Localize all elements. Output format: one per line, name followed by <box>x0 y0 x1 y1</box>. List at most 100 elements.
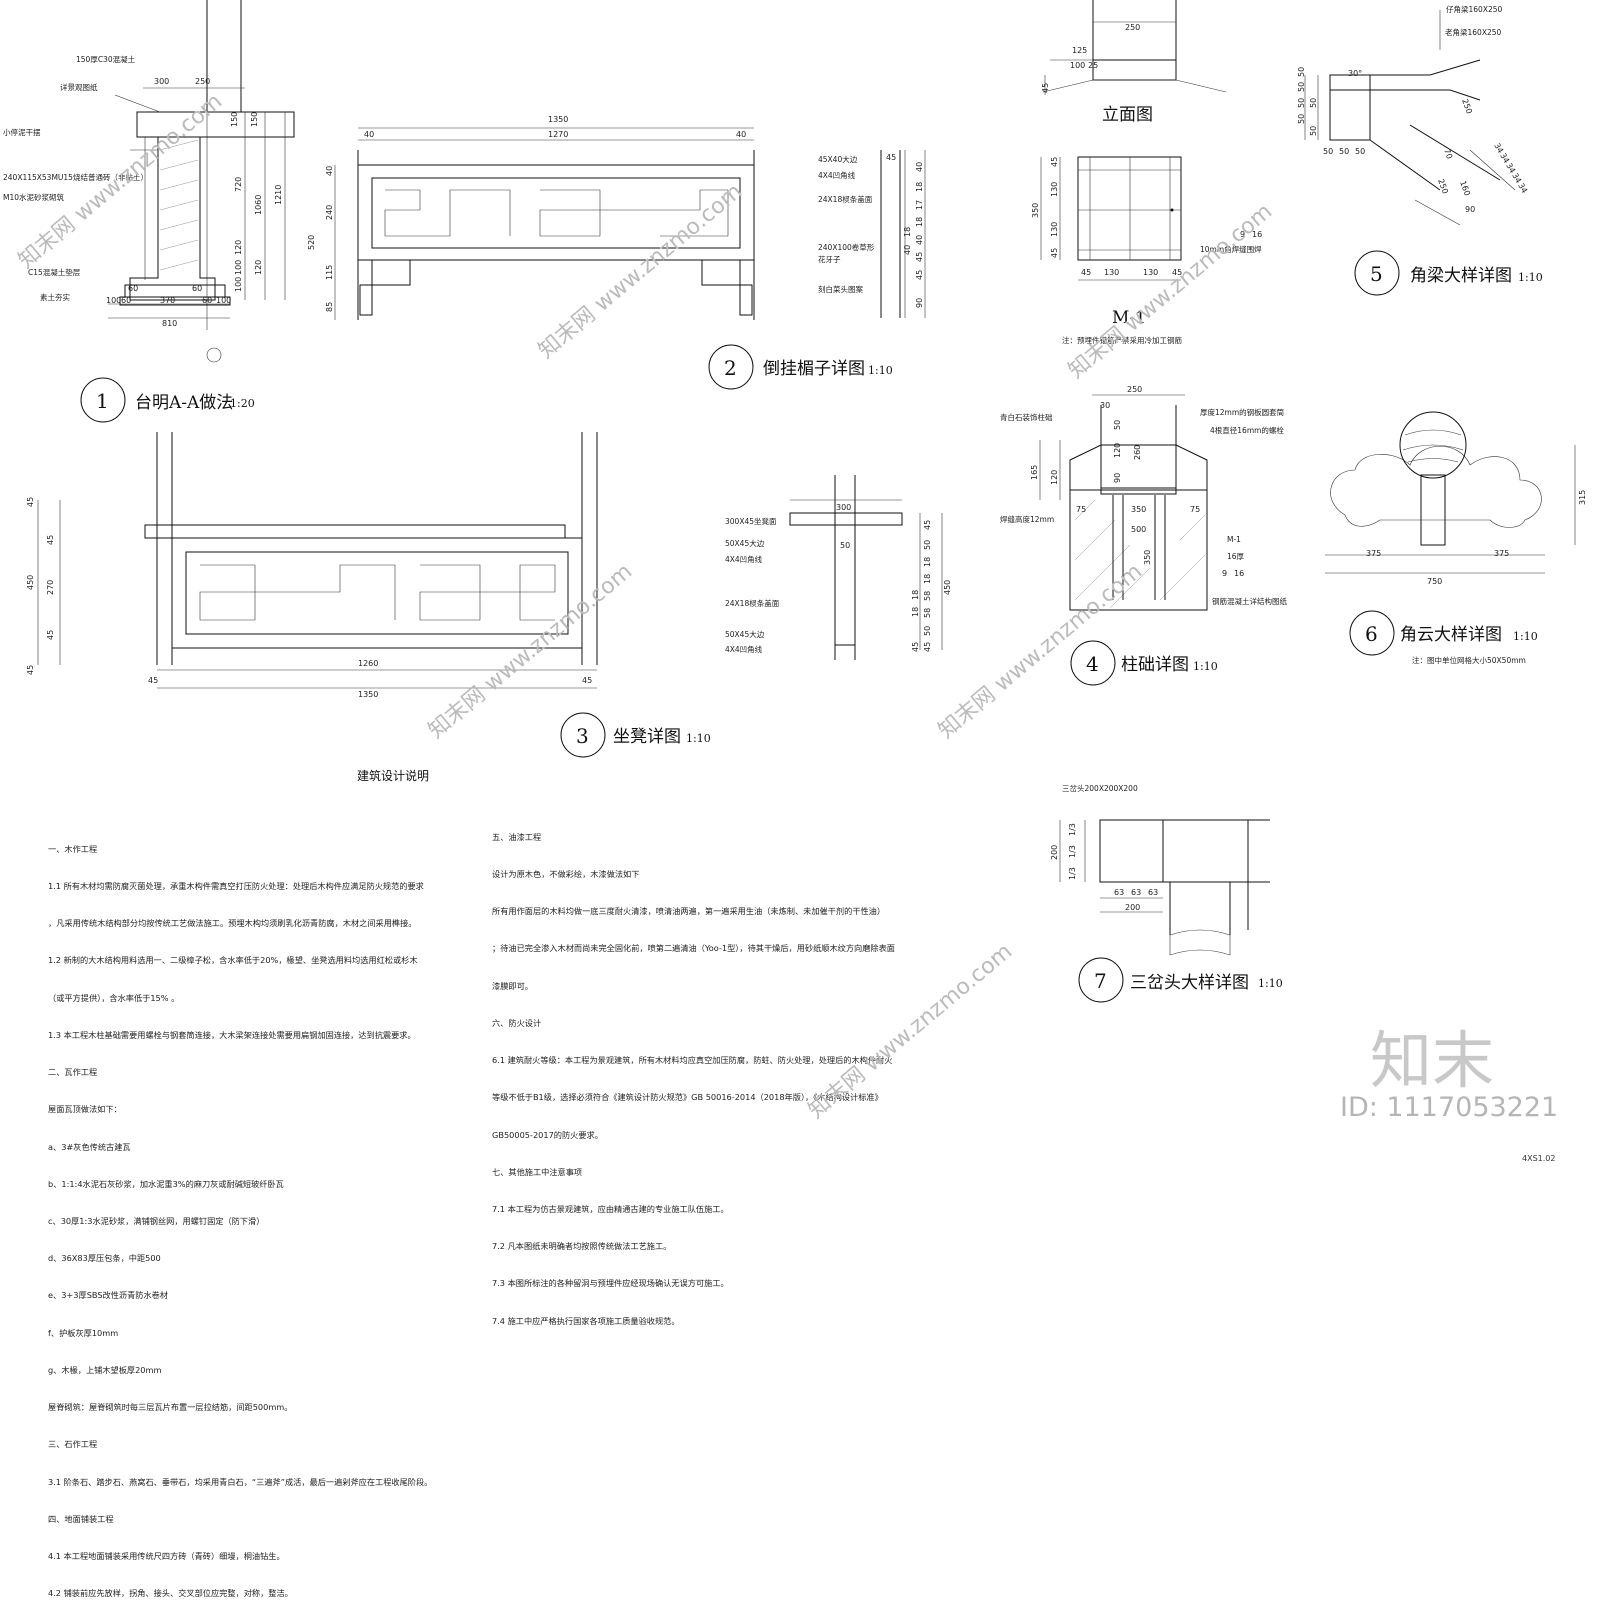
m1-dim-130c: 130 <box>1104 268 1119 277</box>
d1-dim-60c: 60 <box>121 296 131 305</box>
d3-label-groove: 4X4凹角线 <box>725 554 763 564</box>
d1-dim-100b: 100 <box>234 277 243 292</box>
d5-number: 5 <box>1370 262 1383 286</box>
notes-heading: 建筑设计说明 <box>357 768 429 783</box>
d2-dim-45a: 45 <box>886 153 896 162</box>
d1-dim-150a: 150 <box>230 112 239 127</box>
d3-label-seat: 300X45坐凳面 <box>725 516 777 526</box>
d1-dim-100c: 100 <box>106 296 121 305</box>
d4-label-stone: 青白石装饰柱础 <box>1000 412 1053 422</box>
d2-dim-18a: 18 <box>915 182 924 192</box>
d1-dim-100d: 100 <box>216 296 231 305</box>
d4-dim-350b: 350 <box>1143 550 1152 565</box>
d3-s-50a: 50 <box>923 540 932 550</box>
d5-dim-160: 160 <box>1458 180 1472 197</box>
d6-note: 注：图中单位网格大小50X50mm <box>1412 655 1526 665</box>
d3-dim-1350: 1350 <box>358 690 378 699</box>
notes-line: 4.1 本工程地面铺装采用传统尺四方砖（青砖）细墁，桐油钻生。 <box>48 1550 285 1561</box>
d4-label-sleeve: 厚度12mm的钢板圆套筒 <box>1200 407 1285 417</box>
notes-line: 四、地面铺装工程 <box>48 1513 114 1524</box>
d2-dim-18b: 18 <box>915 217 924 227</box>
watermark-id: ID: 1117053221 <box>1340 1092 1559 1123</box>
d3-dim-300: 300 <box>836 503 851 512</box>
notes-line: 7.4 施工中应严格执行国家各项施工质量验收规范。 <box>492 1315 680 1326</box>
d5-dim-34d: 34 <box>1510 172 1523 185</box>
notes-line: 7.1 本工程为仿古景观建筑，应由精通古建的专业施工队伍施工。 <box>492 1204 729 1214</box>
d4-label-rc: 钢筋混凝土详结构图纸 <box>1212 596 1287 606</box>
notes-line: 1.2 新制的大木结构用料选用一、二级樟子松，含水率低于20%，椽望、坐凳选用料… <box>48 955 418 966</box>
d1-scale: 1:20 <box>230 397 255 410</box>
d4-number: 4 <box>1086 652 1099 676</box>
d1-dim-300: 300 <box>154 77 169 86</box>
d3-s-58b: 58 <box>923 608 932 618</box>
d1-dim-250: 250 <box>195 77 210 86</box>
d2-dim-240: 240 <box>325 205 334 220</box>
d3-dim-45e: 45 <box>148 676 158 685</box>
d7-dim-63a: 63 <box>1114 888 1124 897</box>
d3-dim-1260: 1260 <box>358 659 378 668</box>
m1-title: M-1 <box>1112 308 1146 328</box>
d4-dim-9: 9 <box>1222 569 1227 578</box>
d2-number: 2 <box>724 356 737 380</box>
d2-dim-40f: 40 <box>903 245 912 255</box>
d2-label-lattice: 24X18棂条盖面 <box>818 194 873 204</box>
d5-dim-70: 70 <box>1442 148 1454 161</box>
d5-dim-50a: 50 <box>1297 67 1306 77</box>
d3-label-edge: 50X45大边 <box>725 538 765 548</box>
d1-dim-1210: 1210 <box>274 185 283 205</box>
notes-line: 五、油漆工程 <box>492 831 542 842</box>
d1-label-cushion: C15混凝土垫层 <box>28 267 81 277</box>
d5-dim-34a: 34 <box>1492 142 1505 155</box>
m1-dim-9: 9 <box>1240 230 1245 239</box>
d1-dim-60b: 60 <box>192 284 202 293</box>
d7-dim-third-c: 1/3 <box>1068 867 1077 880</box>
d2-dim-40b: 40 <box>736 130 746 139</box>
m1-note: 注：预埋件锚筋严禁采用冷加工钢筋 <box>1062 335 1182 345</box>
d6-dim-375a: 375 <box>1366 549 1381 558</box>
notes-line: ；待油已完全渗入木材而尚未完全固化前，喷第二遍清油（Yoo-1型），待其干燥后，… <box>492 943 895 954</box>
d5-dim-50c: 50 <box>1297 98 1306 108</box>
d5-dim-50g: 50 <box>1323 147 1333 156</box>
d5-dim-30deg: 30° <box>1348 69 1362 78</box>
drawing-7-three-fork <box>1059 819 1270 1003</box>
d4-dim-165: 165 <box>1030 465 1039 480</box>
notes-line: 二、瓦作工程 <box>48 1067 98 1078</box>
d1-dim-150b: 150 <box>250 112 259 127</box>
d1-label-brick-face: 小停泥干摆 <box>3 127 41 137</box>
d3-dim-50a: 50 <box>840 541 850 550</box>
notes-line: b、1:1:4水泥石灰砂浆，加水泥重3%的麻刀灰或耐碱短玻纤卧瓦 <box>48 1178 284 1189</box>
d5-scale: 1:10 <box>1518 271 1543 284</box>
notes-line: 4.2 铺装前应先放样，拐角、接头、交叉部位应完整，对称，整洁。 <box>48 1588 293 1599</box>
d5-label-upper: 仔角梁160X250 <box>1446 4 1502 14</box>
d3-s-45a: 45 <box>923 520 932 530</box>
d7-dim-200a: 200 <box>1050 845 1059 860</box>
sheet-number: 4XS1.02 <box>1522 1154 1556 1163</box>
d7-dim-63c: 63 <box>1148 888 1158 897</box>
elev-dim-45: 45 <box>1041 83 1050 93</box>
d6-scale: 1:10 <box>1513 630 1538 643</box>
d7-title: 三岔头大样详图 <box>1130 973 1249 993</box>
d1-dim-1060: 1060 <box>254 195 263 215</box>
d5-dim-50f: 50 <box>1309 126 1318 136</box>
notes-line: d、36X83厚压包条，中距500 <box>48 1253 161 1264</box>
d4-dim-500: 500 <box>1131 525 1146 534</box>
notes-line: 6.1 建筑耐火等级：本工程为景观建筑，所有木材料均应真空加压防腐，防蛀、防火处… <box>492 1055 893 1066</box>
d5-dim-250b: 250 <box>1436 178 1450 195</box>
m1-dim-130d: 130 <box>1143 268 1158 277</box>
d2-dim-40e: 40 <box>915 235 924 245</box>
notes-line: a、3#灰色传统古建瓦 <box>48 1141 131 1152</box>
d2-dim-45c: 45 <box>915 270 924 280</box>
d3-dim-45b: 45 <box>46 535 55 545</box>
d2-dim-40c: 40 <box>325 166 334 176</box>
d4-label-m1: M-1 <box>1227 535 1241 544</box>
d4-dim-350a: 350 <box>1131 505 1146 514</box>
d7-dim-third-b: 1/3 <box>1068 845 1077 858</box>
d1-dim-120b: 120 <box>254 260 263 275</box>
d3-dim-45a: 45 <box>26 497 35 507</box>
notes-line: ，凡采用传统木结构部分均按传统工艺做法施工。预埋木构均须刷乳化沥青防腐，木材之间… <box>48 918 417 929</box>
d3-dim-450: 450 <box>26 575 35 590</box>
d2-dim-115: 115 <box>325 265 334 280</box>
notes-line: GB50005-2017的防火要求。 <box>492 1129 603 1140</box>
drawing-1-section <box>80 0 295 423</box>
notes-line: 所有用作面层的木料均做一底三度耐火清漆，喷清油两遍，第一遍采用生油（未炼制、未加… <box>492 906 886 917</box>
